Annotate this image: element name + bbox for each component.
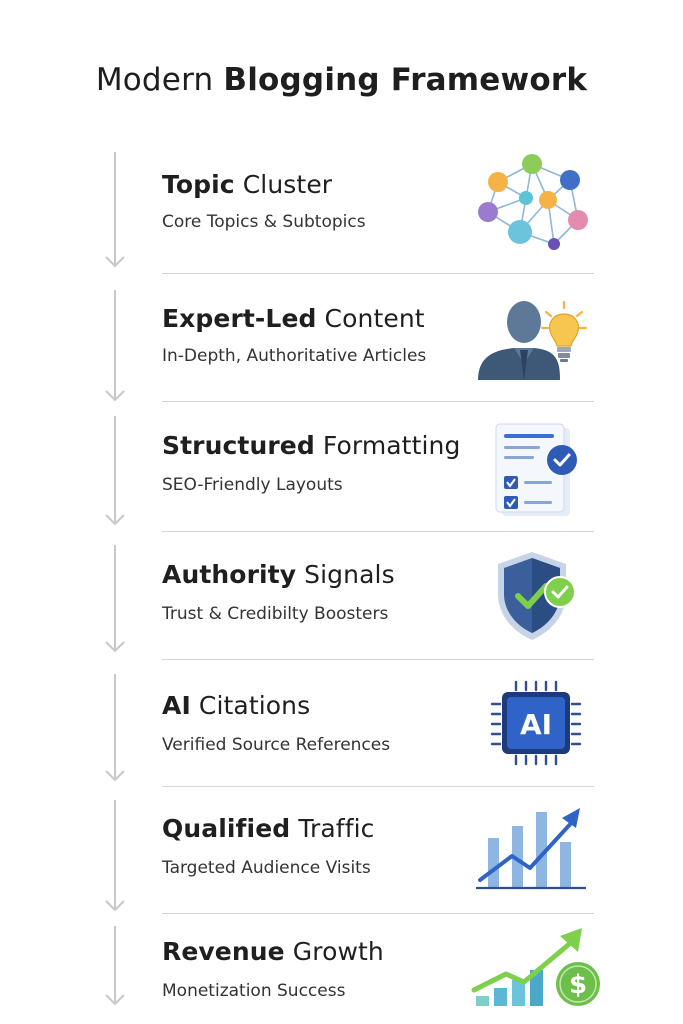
step-title: Structured Formatting (162, 431, 460, 460)
flow-arrow (105, 674, 125, 782)
ai-chip-label: AI (520, 708, 552, 741)
step-title-bold: Qualified (162, 814, 291, 843)
step-title: Authority Signals (162, 560, 395, 589)
step-title: AI Citations (162, 691, 310, 720)
network-nodes-icon (478, 154, 588, 250)
step-title: Expert-Led Content (162, 304, 425, 333)
step-subtitle: Verified Source References (162, 735, 391, 755)
step-title-bold: Authority (162, 560, 297, 589)
step-title-bold: AI (162, 691, 191, 720)
flow-arrow (105, 800, 125, 912)
flow-arrow (105, 152, 125, 268)
step-title-regular: Growth (292, 937, 384, 966)
step-title: Qualified Traffic (162, 814, 375, 843)
step-subtitle: Core Topics & Subtopics (162, 212, 366, 232)
flow-arrow (105, 926, 125, 1006)
growth-bar-chart-icon (476, 808, 586, 890)
step-title-regular: Signals (304, 560, 395, 589)
flow-arrow (105, 545, 125, 653)
divider (162, 401, 594, 402)
step-title-regular: Formatting (322, 431, 461, 460)
checklist-document-icon (495, 423, 577, 516)
page-title: Modern Blogging Framework (0, 62, 683, 98)
step-title-regular: Cluster (242, 170, 333, 199)
step-title-regular: Citations (198, 691, 311, 720)
step-title-bold: Topic (162, 170, 235, 199)
step-title-bold: Structured (162, 431, 315, 460)
expert-lightbulb-icon (478, 300, 588, 380)
step-title-bold: Revenue (162, 937, 285, 966)
flow-arrow (105, 416, 125, 526)
revenue-dollar-chart-icon: $ (471, 928, 600, 1006)
divider (162, 531, 594, 532)
step-subtitle: SEO-Friendly Layouts (162, 475, 343, 495)
step-subtitle: Targeted Audience Visits (162, 858, 371, 878)
step-title: Revenue Growth (162, 937, 384, 966)
dollar-sign: $ (569, 970, 587, 1000)
divider (162, 913, 594, 914)
step-title-regular: Content (324, 304, 425, 333)
step-title-regular: Traffic (298, 814, 375, 843)
divider (162, 659, 594, 660)
title-bold: Blogging Framework (223, 62, 588, 98)
divider (162, 273, 594, 274)
title-regular: Modern (95, 62, 214, 98)
step-subtitle: Monetization Success (162, 981, 346, 1001)
step-subtitle: In-Depth, Authoritative Articles (162, 346, 427, 366)
step-subtitle: Trust & Credibilty Boosters (162, 604, 389, 624)
step-title-bold: Expert-Led (162, 304, 317, 333)
ai-chip-icon: AI (490, 680, 582, 766)
step-title: Topic Cluster (162, 170, 332, 199)
divider (162, 786, 594, 787)
shield-check-icon (498, 552, 576, 640)
flow-arrow (105, 290, 125, 402)
